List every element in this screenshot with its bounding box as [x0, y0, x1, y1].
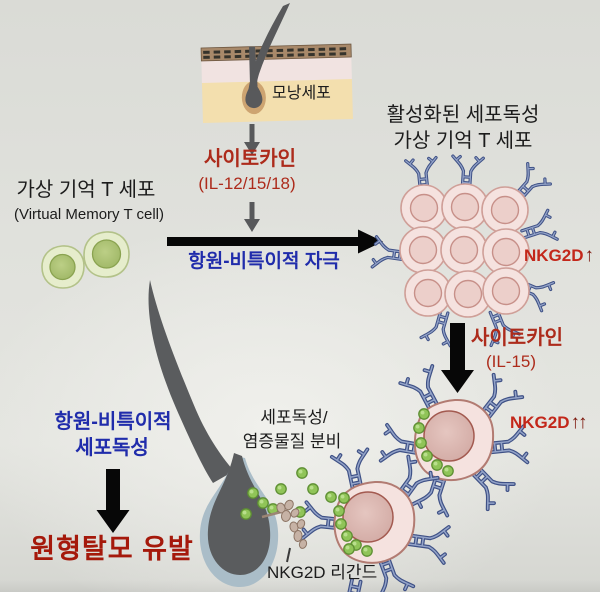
- cytotoxicity-label-line1: 항원-비특이적: [54, 411, 172, 433]
- virtual-memory-tcell-label-en: (Virtual Memory T cell): [13, 206, 165, 223]
- cytotoxicity-label-line2: 세포독성: [75, 437, 149, 459]
- follicle-cell-label: 모낭세포: [272, 85, 331, 102]
- cytokine-top-label: 사이토카인: [204, 148, 296, 170]
- nkg2d-up-label: NKG2D↑: [524, 245, 594, 267]
- nkg2d-up-text: NKG2D: [524, 246, 584, 265]
- skin-block-illustration: [200, 43, 353, 123]
- gray-arrow-1: [244, 124, 260, 155]
- virtual-memory-tcell-label-ko: 가상 기억 T 세포: [16, 179, 156, 201]
- cytokine-top-sublabel: (IL-12/15/18): [198, 174, 296, 193]
- stimulation-arrow: [167, 229, 383, 254]
- cytokine-right-label: 사이토카인: [471, 327, 563, 349]
- activated-cells-title-line2: 가상 기억 T 세포: [393, 130, 533, 152]
- gray-arrow-2: [244, 202, 260, 232]
- nkg2d-upup-label: NKG2D↑↑: [510, 412, 588, 434]
- outcome-arrow: [96, 469, 130, 533]
- virtual-memory-t-cells: [41, 231, 130, 289]
- activated-cells-title-line1: 활성화된 세포독성: [386, 104, 540, 126]
- activated-cell-upper: [381, 366, 528, 515]
- double-up-arrow-icon: ↑↑: [570, 412, 588, 433]
- cytokine-right-sublabel: (IL-15): [485, 352, 537, 371]
- ligand-pointer-line: [286, 547, 291, 563]
- secretion-label-line2: 염증물질 분비: [242, 432, 342, 451]
- nkg2d-upup-text: NKG2D: [510, 413, 570, 432]
- nkg2d-ligand-molecules: [261, 499, 308, 549]
- activated-cell-lower: [303, 449, 449, 592]
- secretion-label-line1: 세포독성/: [260, 408, 328, 427]
- stimulus-label: 항원-비특이적 자극: [188, 251, 340, 272]
- large-hair-follicle: [148, 280, 279, 587]
- nkg2d-ligand-label: NKG2D 리간드: [267, 563, 378, 582]
- bulb-body: [207, 453, 271, 575]
- up-arrow-icon: ↑: [584, 245, 594, 266]
- hair-shaft-top: [248, 3, 290, 91]
- hair-shaft-large: [148, 280, 234, 483]
- il15-arrow: [441, 323, 474, 393]
- outcome-label: 원형탈모 유발: [30, 534, 194, 564]
